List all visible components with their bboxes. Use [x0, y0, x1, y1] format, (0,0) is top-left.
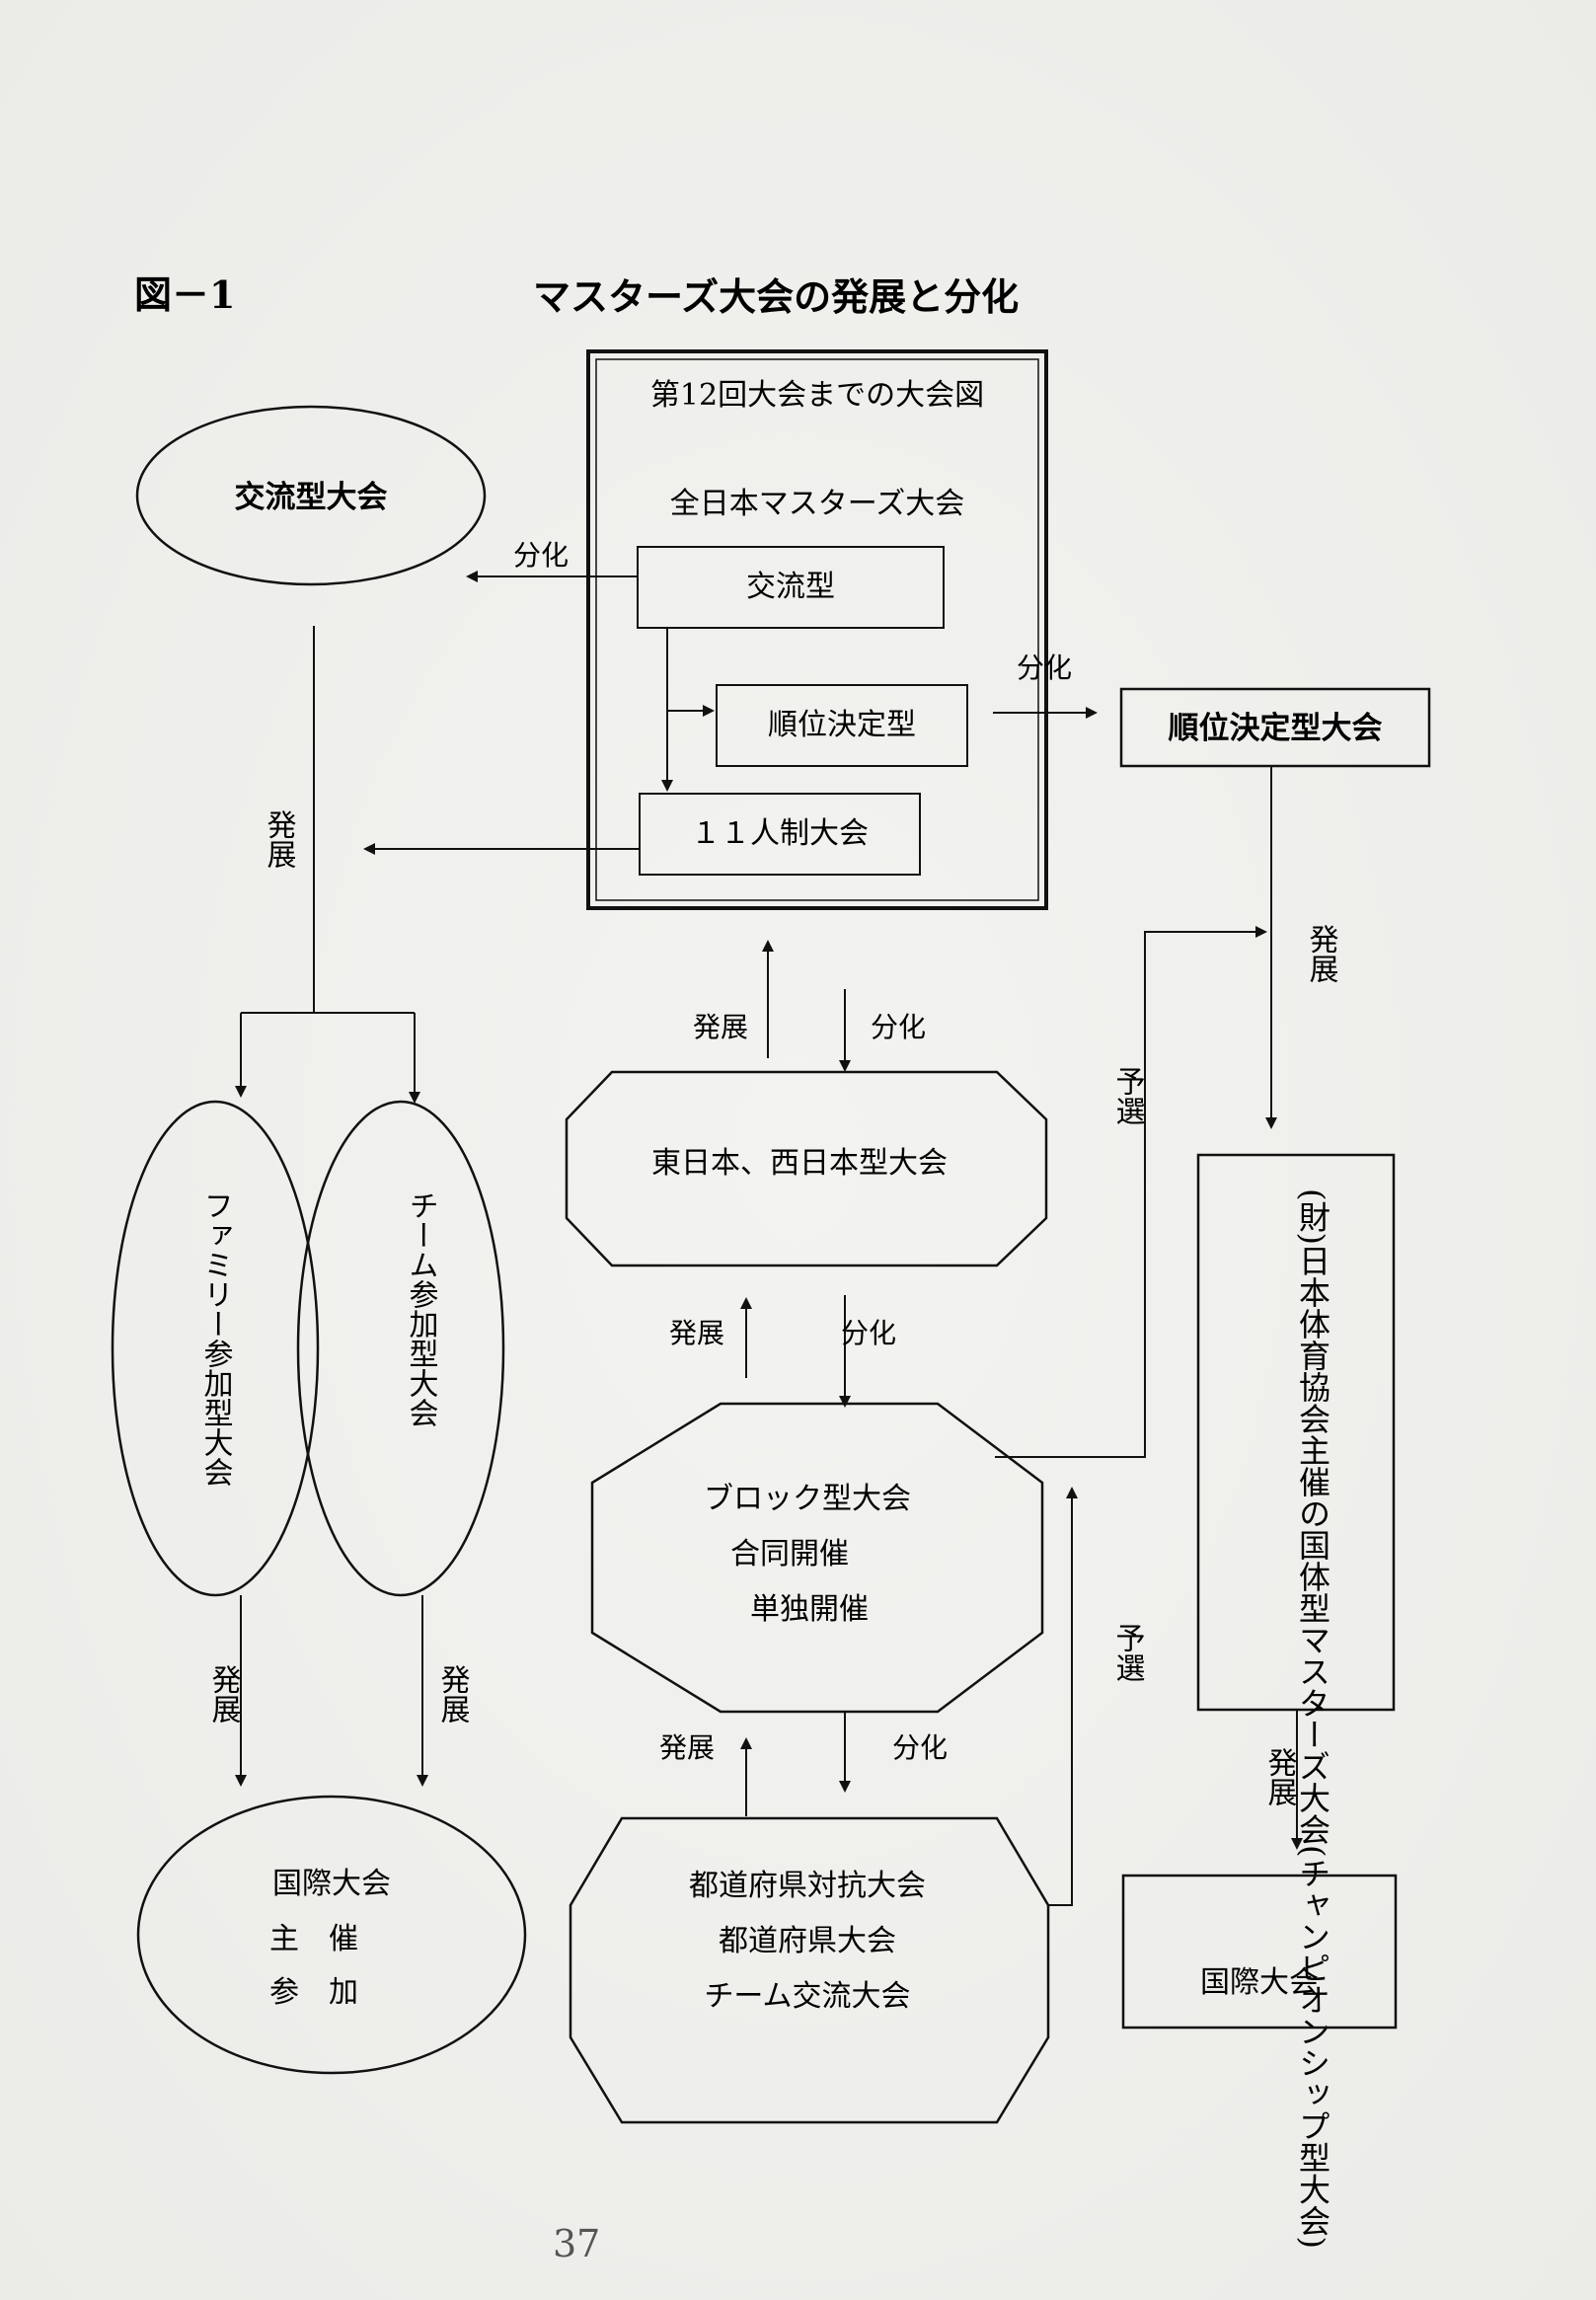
eastwest-split-label: 分化 — [871, 1011, 926, 1043]
team-participation-ellipse — [296, 1100, 505, 1597]
split-ranking-label: 分化 — [1017, 652, 1072, 684]
block-single: 単独開催 — [750, 1592, 869, 1627]
inner-box-heading: 第12回大会までの大会図 — [650, 378, 984, 413]
prefecture-split-label: 分化 — [892, 1731, 948, 1764]
international-left-title: 国際大会 — [272, 1867, 391, 1901]
block-qualify-arrow — [995, 926, 1267, 1458]
figure-title: マスターズ大会の発展と分化 — [533, 274, 1019, 319]
inner-ranking-label: 順位決定型 — [768, 708, 916, 742]
east-west-octagon — [565, 1070, 1048, 1267]
inner-exchange-box — [637, 546, 945, 629]
prefecture-tournament: 都道府県大会 — [719, 1924, 896, 1958]
block-split-label: 分化 — [841, 1317, 896, 1349]
international-left-host: 主 催 — [269, 1922, 358, 1956]
exchange-tournament-label: 交流型大会 — [235, 480, 388, 515]
exchange-develop-label: 発展 — [262, 809, 297, 869]
prefecture-octagon — [569, 1816, 1050, 2124]
exchange-tournament-ellipse — [135, 405, 487, 586]
team-develop-label: 発展 — [435, 1664, 471, 1724]
prefecture-qualify-label: 予選 — [1110, 1623, 1145, 1682]
ranking-develop-label: 発展 — [1304, 924, 1339, 983]
ranking-tournament-box — [1119, 687, 1431, 768]
split-exchange-label: 分化 — [513, 539, 569, 572]
prefecture-develop-label: 発展 — [659, 1731, 715, 1764]
international-left-ellipse — [136, 1795, 527, 2075]
block-develop-label: 発展 — [669, 1317, 724, 1349]
inner-ranking-box — [716, 684, 968, 767]
east-west-label: 東日本、西日本型大会 — [651, 1146, 948, 1181]
block-octagon — [590, 1402, 1044, 1714]
prefecture-team-battle: 都道府県対抗大会 — [689, 1869, 926, 1903]
page-number: 37 — [553, 2222, 600, 2265]
inner-eleven-label: １１人制大会 — [691, 816, 869, 851]
inner-exchange-label: 交流型 — [746, 570, 835, 604]
family-develop-label: 発展 — [206, 1664, 242, 1724]
inner-eleven-box — [639, 793, 921, 876]
prefecture-qualify-arrow — [1048, 1487, 1078, 1906]
inner-box-subtitle: 全日本マスターズ大会 — [670, 487, 965, 521]
national-develop-label: 発展 — [1262, 1747, 1298, 1806]
block-joint: 合同開催 — [730, 1537, 849, 1572]
team-participation-label: チーム参加型大会 — [404, 1190, 439, 1427]
figure-label: 図－1 — [134, 272, 235, 317]
family-participation-ellipse — [111, 1100, 320, 1597]
block-qualify-label: 予選 — [1110, 1066, 1145, 1125]
international-left-participate: 参 加 — [269, 1975, 358, 2010]
team-exchange-tournament: チーム交流大会 — [704, 1979, 910, 2014]
block-title: ブロック型大会 — [704, 1482, 911, 1516]
inner-box-outer-border — [586, 349, 1048, 910]
international-right-label: 国際大会 — [1200, 1965, 1319, 2000]
inner-box-inner-border — [595, 358, 1039, 901]
national-sports-label: (財)日本体育協会主催の国体型マスターズ大会(チャンピオンシップ型大会) — [1294, 1188, 1331, 2249]
international-right-box — [1121, 1874, 1398, 2030]
family-participation-label: ファミリー参加型大会 — [198, 1190, 234, 1487]
eastwest-develop-label: 発展 — [693, 1011, 748, 1043]
ranking-tournament-label: 順位決定型大会 — [1169, 711, 1383, 746]
